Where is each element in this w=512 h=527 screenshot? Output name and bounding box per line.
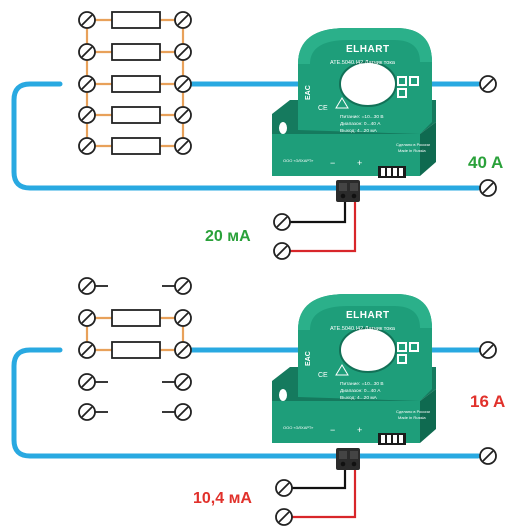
current-sensor-2: ELHART ATE.5040.I42 Датчик тока Питание:…	[272, 294, 436, 445]
qr-code-icon	[397, 76, 419, 98]
panel-1: ELHART ATE.5040.I42 Датчик тока Питание:…	[11, 11, 497, 260]
sensor-made-in: Сделано в России	[396, 409, 430, 414]
dip-switch-icon	[378, 166, 406, 178]
sensor-minus: −	[330, 425, 335, 435]
sensor-plus: +	[357, 425, 362, 435]
qr-code-icon	[397, 342, 419, 364]
sensor-model: ATE.5040.I42 Датчик тока	[330, 60, 396, 66]
eac-mark-icon: EAC	[305, 351, 312, 366]
load-resistors-2	[111, 309, 161, 359]
sensor-spec-range: Диапазон: 0...40 А	[340, 121, 381, 127]
dip-switch-icon	[378, 433, 406, 445]
sensor-spec-power: Питание: =10...30 В	[340, 381, 384, 387]
warning-triangle-icon	[335, 364, 349, 376]
panel-2: ELHART ATE.5040.I42 Датчик тока Питание:…	[11, 277, 497, 526]
open-terminal-stubs	[95, 285, 175, 413]
ce-mark-icon: CE	[318, 105, 328, 112]
eac-mark-icon: EAC	[305, 85, 312, 100]
current-sensor-1: ELHART ATE.5040.I42 Датчик тока Питание:…	[272, 28, 436, 178]
signal-wires-2	[292, 470, 357, 519]
sensor-made-in: Сделано в России	[396, 142, 430, 147]
warning-triangle-icon	[335, 97, 349, 109]
sensor-spec-output: Выход: 4...20 мА	[340, 395, 378, 401]
load-resistors-1	[111, 11, 161, 155]
sensor-minus: −	[330, 158, 335, 168]
sensor-made-in-en: Made in Russia	[398, 415, 426, 420]
measured-current-label-2: 16 A	[470, 392, 506, 411]
output-connector-2	[336, 448, 360, 470]
measured-current-label-1: 40 A	[468, 153, 504, 172]
sensor-brand: ELHART	[346, 44, 390, 55]
sensor-made-in-en: Made in Russia	[398, 148, 426, 153]
sensor-spec-range: Диапазон: 0...40 А	[340, 388, 381, 394]
sensor-spec-output: Выход: 4...20 мА	[340, 128, 378, 134]
sensor-model: ATE.5040.I42 Датчик тока	[330, 326, 396, 332]
signal-wires-1	[290, 202, 357, 253]
sensor-manufacturer: ООО «ЭЛХАРТ»	[283, 158, 314, 163]
sensor-plus: +	[357, 158, 362, 168]
ce-mark-icon: CE	[318, 372, 328, 379]
output-current-label-2: 10,4 мА	[193, 490, 252, 507]
sensor-spec-power: Питание: =10...30 В	[340, 114, 384, 120]
sensor-brand: ELHART	[346, 310, 390, 321]
output-current-label-1: 20 мА	[205, 228, 251, 245]
sensor-manufacturer: ООО «ЭЛХАРТ»	[283, 425, 314, 430]
output-connector-1	[336, 180, 360, 202]
